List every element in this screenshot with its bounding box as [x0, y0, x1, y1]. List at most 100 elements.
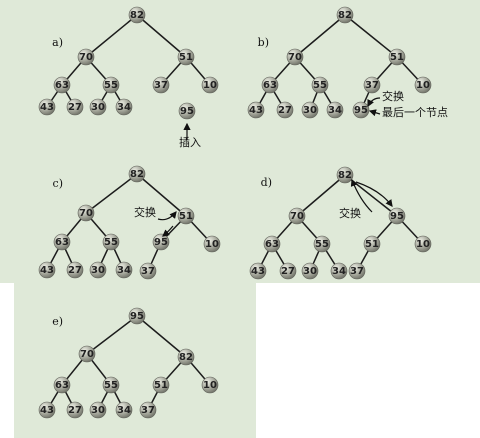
tree-node-value: 30: [91, 265, 105, 276]
panel-bg-top: [0, 0, 480, 283]
tree-node: 51: [177, 48, 195, 66]
tree-node: 10: [414, 76, 432, 94]
tree-node-value: 82: [338, 10, 352, 21]
tree-node-circle: [178, 102, 196, 120]
swap-arrow-d2: [350, 178, 373, 213]
tree-node-circle: [388, 48, 406, 66]
tree-node-circle: [115, 261, 133, 279]
tree-node-circle: [348, 262, 366, 280]
tree-node-value: 51: [154, 380, 168, 391]
tree-node-value: 10: [203, 80, 217, 91]
tree-node-circle: [53, 233, 71, 251]
tree-node-value: 10: [203, 380, 217, 391]
tree-node: 82: [336, 166, 354, 184]
tree-node-circle: [263, 235, 281, 253]
tree-node-value: 27: [281, 266, 295, 277]
tree-node: 27: [66, 261, 84, 279]
tree-node-value: 70: [79, 52, 93, 63]
tree-node: 55: [313, 235, 331, 253]
tree-node: 34: [115, 261, 133, 279]
tree-node-circle: [102, 376, 120, 394]
tree-edge: [294, 14, 346, 58]
tree-node: 95: [388, 207, 406, 225]
tree-node-value: 55: [104, 380, 118, 391]
tree-node: 82: [128, 165, 146, 183]
tree-node-circle: [128, 6, 146, 24]
tree-node: 51: [363, 235, 381, 253]
tree-node-value: 30: [303, 266, 317, 277]
tree-node-value: 63: [263, 80, 277, 91]
tree-node-circle: [301, 101, 319, 119]
tree-node: 37: [152, 76, 170, 94]
tree-edge: [344, 14, 398, 58]
tree-node: 63: [261, 76, 279, 94]
tree-node: 51: [152, 376, 170, 394]
tree-node-value: 37: [141, 266, 155, 277]
tree-node-value: 82: [179, 352, 193, 363]
tree-node-value: 34: [117, 405, 131, 416]
tree-node-circle: [203, 235, 221, 253]
tree-node-circle: [326, 101, 344, 119]
tree-node-value: 34: [332, 266, 346, 277]
tree-node-value: 43: [40, 405, 54, 416]
tree-node: 27: [66, 401, 84, 419]
tree-node: 43: [38, 261, 56, 279]
swap-arrow-b: [367, 97, 381, 108]
tree-node: 37: [363, 76, 381, 94]
tree-node-circle: [279, 262, 297, 280]
tree-node: 95: [152, 233, 170, 251]
tree-node-circle: [66, 98, 84, 116]
annotation-note: 交换: [382, 89, 404, 103]
tree-node-circle: [276, 101, 294, 119]
tree-node-value: 82: [130, 10, 144, 21]
tree-node-value: 95: [154, 237, 168, 248]
tree-node: 70: [77, 204, 95, 222]
tree-node: 63: [263, 235, 281, 253]
tree-node: 95: [128, 307, 146, 325]
tree-node-value: 27: [68, 102, 82, 113]
tree-edge: [136, 173, 187, 217]
tree-node-circle: [78, 345, 96, 363]
tree-node-value: 51: [365, 239, 379, 250]
tree-edge: [136, 315, 187, 358]
tree-node: 30: [301, 262, 319, 280]
tree-node: 37: [348, 262, 366, 280]
tree-node-value: 95: [354, 105, 368, 116]
tree-node-circle: [261, 76, 279, 94]
tree-node-circle: [66, 261, 84, 279]
tree-node-circle: [286, 48, 304, 66]
tree-node-circle: [66, 401, 84, 419]
tree-node: 10: [201, 376, 219, 394]
tree-node: 43: [38, 98, 56, 116]
tree-node-circle: [128, 307, 146, 325]
tree-node: 95: [178, 102, 196, 120]
tree-node-value: 51: [179, 52, 193, 63]
tree-node: 30: [301, 101, 319, 119]
tree-node: 82: [336, 6, 354, 24]
tree-node-circle: [115, 401, 133, 419]
tree-node-value: 37: [141, 405, 155, 416]
tree-node: 27: [66, 98, 84, 116]
tree-node-value: 51: [390, 52, 404, 63]
annotation-note: 插入: [179, 135, 201, 149]
last-node-arrow: [368, 109, 381, 117]
tree-node: 34: [115, 98, 133, 116]
tree-node-value: 37: [365, 80, 379, 91]
swap-arrow-c2: [162, 225, 174, 237]
tree-node: 34: [115, 401, 133, 419]
panel-label: b): [258, 36, 269, 49]
tree-node: 10: [203, 235, 221, 253]
tree-node-value: 95: [180, 106, 194, 117]
tree-node-circle: [102, 233, 120, 251]
tree-edge: [85, 173, 138, 214]
tree-node-circle: [336, 6, 354, 24]
tree-node-circle: [152, 76, 170, 94]
panel-label: e): [52, 315, 63, 328]
tree-node-circle: [363, 76, 381, 94]
tree-node-circle: [311, 76, 329, 94]
tree-node-circle: [115, 98, 133, 116]
tree-node: 70: [286, 48, 304, 66]
tree-node: 27: [276, 101, 294, 119]
tree-node-value: 63: [55, 80, 69, 91]
